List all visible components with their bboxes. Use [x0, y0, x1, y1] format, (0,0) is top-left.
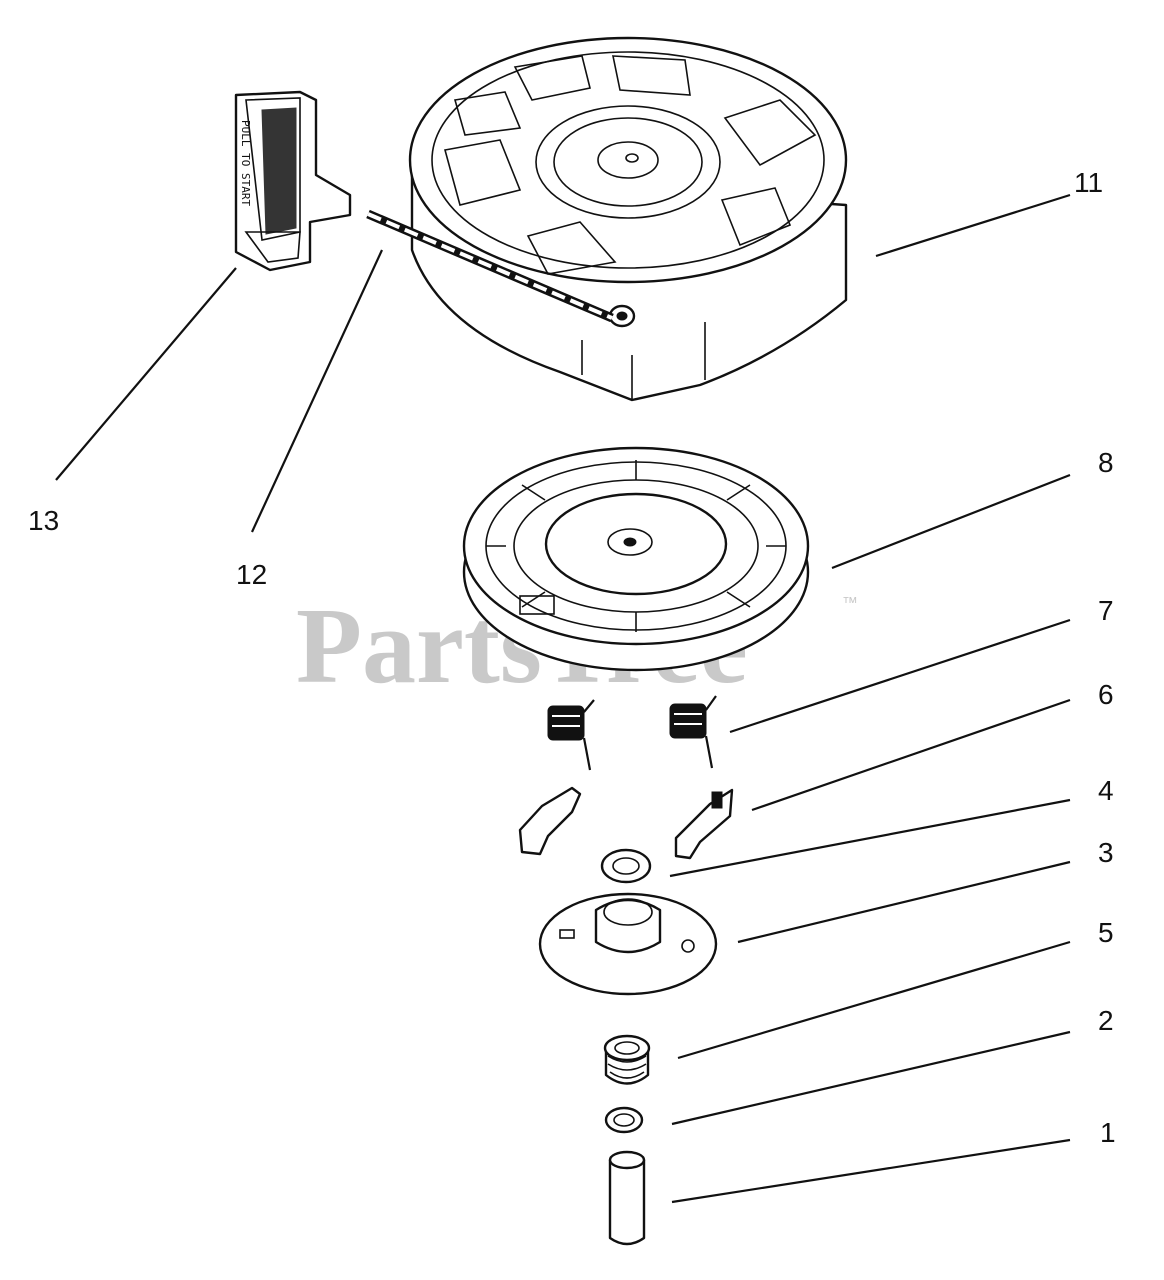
part-3-retainer[interactable]: [538, 892, 718, 996]
callout-1: 1: [1100, 1117, 1116, 1148]
part-2-washer[interactable]: [604, 1106, 644, 1134]
callout-5: 5: [1098, 917, 1114, 948]
callout-8: 8: [1098, 447, 1114, 478]
part-7-springs[interactable]: [547, 695, 717, 771]
part-11-starter-housing[interactable]: [408, 36, 848, 402]
part-13-handle[interactable]: PULL TO START: [234, 90, 352, 272]
part-4-washer[interactable]: [600, 848, 652, 884]
callout-13: 13: [28, 505, 59, 536]
callout-12: 12: [236, 559, 267, 590]
callout-6: 6: [1098, 679, 1114, 710]
callout-labels: 11 8 7 6 4 3 5 2 1 13 12: [28, 167, 1116, 1148]
part-5-spring[interactable]: [603, 1034, 651, 1085]
part-8-pulley[interactable]: [462, 446, 810, 672]
watermark-tm: ™: [842, 595, 858, 612]
callout-2: 2: [1098, 1005, 1114, 1036]
leader-lines: [55, 193, 1071, 1204]
callout-3: 3: [1098, 837, 1114, 868]
part-1-pin[interactable]: [608, 1150, 646, 1246]
callout-4: 4: [1098, 775, 1114, 806]
callout-7: 7: [1098, 595, 1114, 626]
handle-text: PULL TO START: [239, 120, 252, 206]
part-6-pawls[interactable]: [518, 786, 734, 860]
callout-11: 11: [1074, 167, 1103, 198]
part-12-rope[interactable]: [366, 209, 614, 323]
